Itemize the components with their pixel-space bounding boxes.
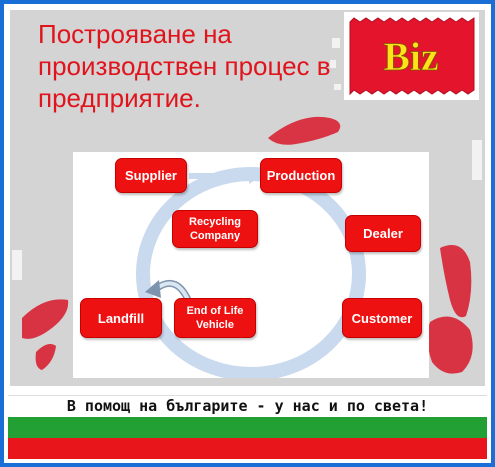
banner-slogan: В помощ на българите - у нас и по света! [66,397,429,415]
flag-stripe-white [8,395,487,417]
production-cycle-diagram: Supplier Production Recycling Company De… [73,152,429,378]
brush-stroke-top [268,116,341,145]
node-supplier: Supplier [115,158,187,193]
brush-stroke-left [22,299,69,339]
brush-stroke-left-lower [35,344,56,370]
white-flake [472,140,482,180]
white-flake [332,38,340,48]
flag-stripe-red [8,438,487,459]
node-production: Production [260,158,342,193]
flag-stripe-green [8,417,487,438]
arrowhead [145,280,161,298]
biz-logo: Biz [344,12,479,100]
page-title: Построяване на производствен процес в пр… [38,19,331,113]
brush-stroke-right [440,245,472,318]
cycle-ring [136,167,366,378]
node-landfill: Landfill [80,298,162,338]
logo-text: Biz [383,34,439,79]
node-recycling-company: Recycling Company [172,210,258,248]
white-flake [330,60,336,68]
node-dealer: Dealer [345,215,421,252]
brush-stroke-bottom-right [427,316,473,374]
white-flake [334,84,341,90]
arrowhead [249,168,261,184]
bulgarian-flag-banner: В помощ на българите - у нас и по света! [8,395,487,459]
node-end-of-life-vehicle: End of Life Vehicle [174,298,256,338]
node-customer: Customer [342,298,422,338]
white-flake [12,250,22,280]
